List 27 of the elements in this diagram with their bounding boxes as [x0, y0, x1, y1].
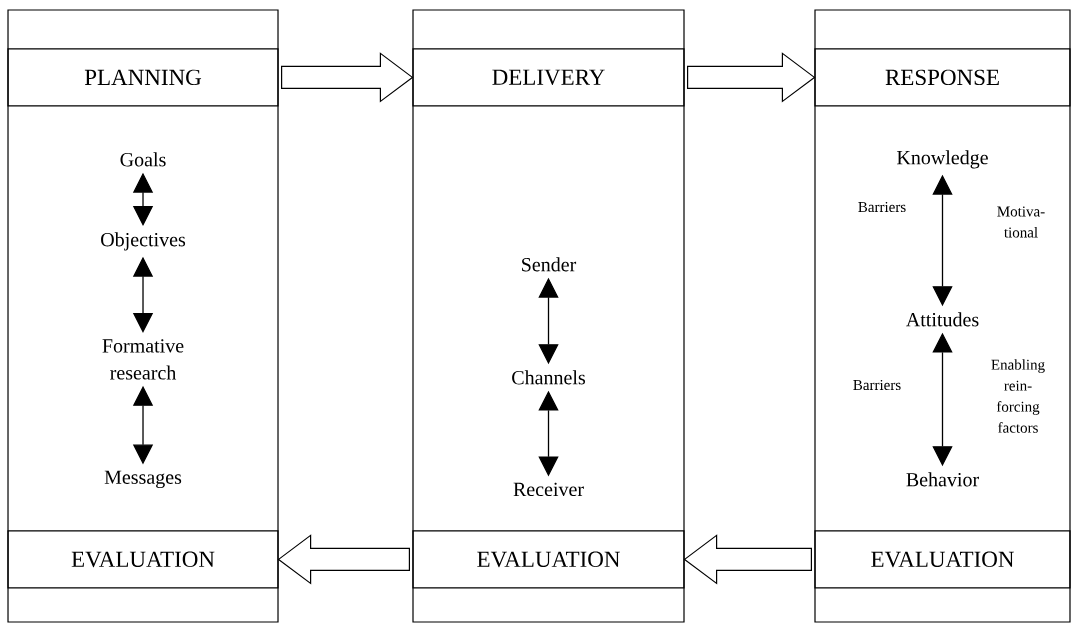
- stage-label: Channels: [512, 370, 585, 385]
- column-box: [814, 9, 1071, 623]
- block-arrow: [683, 534, 812, 585]
- stage-label: Goals: [120, 152, 166, 167]
- stage-label: Messages: [104, 470, 182, 489]
- block-arrow: [277, 534, 410, 585]
- stage-label: Sender: [522, 257, 577, 272]
- side-note: Motiva- tional: [997, 206, 1045, 238]
- side-note: Enabling rein- forcing factors: [991, 359, 1045, 433]
- header-band: DELIVERY: [412, 48, 685, 107]
- side-note: Barriers: [853, 379, 901, 390]
- column-box: [7, 9, 279, 623]
- stage-label: Behavior: [906, 472, 979, 487]
- block-arrow: [687, 52, 816, 103]
- stage-label: Receiver: [513, 482, 584, 497]
- header-band: EVALUATION: [412, 530, 685, 589]
- header-band: EVALUATION: [814, 530, 1071, 589]
- header-band: RESPONSE: [814, 48, 1071, 107]
- side-note: Barriers: [858, 201, 906, 212]
- header-band: EVALUATION: [7, 530, 279, 589]
- stage-label: Attitudes: [906, 312, 979, 327]
- stage-label: Formative research: [102, 339, 184, 380]
- header-band: PLANNING: [7, 48, 279, 107]
- block-arrow: [281, 52, 414, 103]
- column-box: [412, 9, 685, 623]
- stage-label: Knowledge: [897, 150, 988, 169]
- stage-label: Objectives: [101, 232, 186, 251]
